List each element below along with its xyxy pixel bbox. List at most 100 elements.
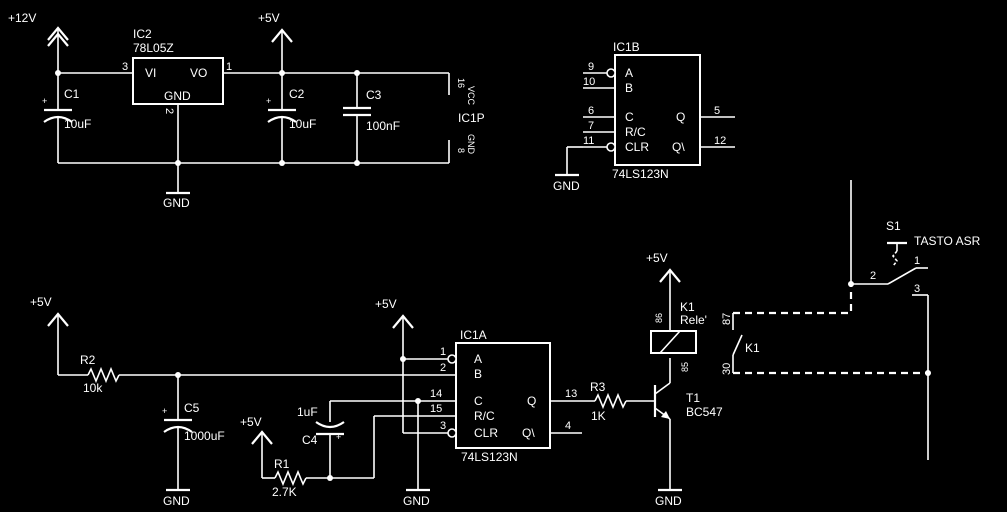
t1-transistor [653,358,671,490]
s1-ref: S1 [886,219,901,233]
rail-5v-symbol-top [271,28,293,73]
ic1b-pin-q-name: Q [676,110,685,124]
rail-5v-label-left: +5V [30,295,52,309]
ic1a-pin-clr-name: CLR [474,426,498,440]
c5-polarity: + [162,406,167,416]
gnd-label-c5: GND [163,494,190,508]
ic2-pin-in: 3 [122,61,128,73]
t1-value: BC547 [686,405,723,419]
ic1b-pin-a-num: 9 [588,61,594,73]
rail-5v-label-relay: +5V [646,251,668,265]
ic1b-ref: IC1B [613,40,640,54]
r3-ref: R3 [590,380,606,394]
ic1b-pin-b-name: B [625,81,633,95]
gnd-label-ic1a: GND [403,494,430,508]
t1-ref: T1 [686,391,700,405]
k1-pin-30: 30 [721,363,733,375]
gnd-label-t1: GND [655,494,682,508]
gnd-label-psu: GND [163,196,190,210]
s1-pin3: 3 [914,283,920,295]
r3-resistor [594,392,627,410]
rail-5v-symbol-left [47,312,69,375]
k1-pin-86: 86 [654,313,664,323]
ic1p-pin-vcc: 16 [456,78,466,88]
s1-pin2: 2 [870,270,876,282]
ic1a-type: 74LS123N [461,450,518,464]
power-supply-section: +12V + C1 10uF IC2 78L05Z VI VO GND 3 1 … [8,11,485,210]
ic1a-pin-qn-num: 4 [565,420,571,432]
ic2-vi-pin-name: VI [145,66,156,80]
ic1p-pin-gnd: 8 [456,148,466,153]
c1-value: 10uF [64,117,91,131]
ic2-vo-pin-name: VO [190,66,207,80]
ic1a-pin-rc-name: R/C [474,409,495,423]
ic2-pin-out: 1 [226,61,232,73]
ic1b-pin-clr-name: CLR [625,140,649,154]
ic1a-pin-clr-num: 3 [440,420,446,432]
rail-12v-label: +12V [8,11,36,25]
rail-5v-label-top: +5V [258,11,280,25]
c2-capacitor: + [266,73,297,163]
switch-section: K1 87 30 S1 TASTO ASR 1 2 3 [721,180,981,460]
c2-polarity: + [266,96,271,106]
ic1a-pin-c-num: 14 [430,388,442,400]
ic2-value: 78L05Z [133,41,174,55]
ic1b-type: 74LS123N [612,167,669,181]
ic1p-vcc: VCC [466,86,476,106]
ic1a-pin-q-num: 13 [565,388,577,400]
ic1a-pin-a-name: A [474,352,482,366]
k1-ref: K1 [680,300,695,314]
ic1b-pin-c-name: C [625,110,634,124]
k1-contact-ref: K1 [745,341,760,355]
ic2-pin-gnd: 2 [163,108,175,114]
rail-5v-label-center: +5V [375,297,397,311]
c4-ref: C4 [302,433,318,447]
c4-polarity: + [336,432,341,442]
ic1b-pin-q-num: 5 [714,105,720,117]
r1-ref: R1 [274,457,290,471]
c3-value: 100nF [366,119,400,133]
ic1a-pin-q-name: Q [527,394,536,408]
ic1b-body [614,54,701,166]
r1-value: 2.7K [272,485,297,499]
c1-capacitor: + [42,73,73,163]
ic1b-pin-rc-num: 7 [588,120,594,132]
ic1b-pin-b-num: 10 [583,76,595,88]
c1-ref: C1 [64,87,80,101]
s1-pin1: 1 [914,255,920,267]
ic1p-gnd: GND [466,134,476,155]
ic1b-pin-qn-name: Q\ [672,140,685,154]
rail-5v-symbol-r1 [251,430,273,478]
ic1b-pin-clr-num: 11 [583,135,594,147]
ic2-gnd-pin-name: GND [164,89,191,103]
c2-ref: C2 [289,87,305,101]
ic1b-pin-c-num: 6 [588,105,594,117]
timer-section: +5V R2 10k + C5 1000uF GND +5V GND [30,295,655,508]
k1-relay-coil [650,330,697,354]
r2-ref: R2 [80,353,96,367]
ic1b-pin-qn-num: 12 [714,135,726,147]
rail-5v-label-r1: +5V [240,415,262,429]
rail-12v-symbol [47,26,69,73]
gnd-symbol-psu [166,163,190,195]
ic1a-pin-b-num: 2 [440,362,446,374]
r3-value: 1K [591,409,606,423]
c3-ref: C3 [366,88,382,102]
c3-capacitor [343,73,371,163]
gnd-label-ic1b: GND [553,179,580,193]
ic2-ref: IC2 [133,27,152,41]
c2-value: 10uF [289,117,316,131]
c4-value: 1uF [297,405,318,419]
ic1a-pin-rc-num: 15 [430,403,442,415]
ic1a-pin-b-name: B [474,367,482,381]
rail-5v-symbol-relay [659,268,681,331]
ic1a-body [455,342,551,449]
k1-value: Rele' [680,313,707,327]
ic1b-section: IC1B 74LS123N A B C R/C CLR Q Q\ 9 10 6 … [553,40,735,193]
s1-value: TASTO ASR [914,234,981,248]
ic1b-pin-rc-name: R/C [625,125,646,139]
ic1a-pin-a-num: 1 [440,346,446,358]
r2-resistor [87,366,120,384]
ic1b-pin-a-name: A [625,66,633,80]
